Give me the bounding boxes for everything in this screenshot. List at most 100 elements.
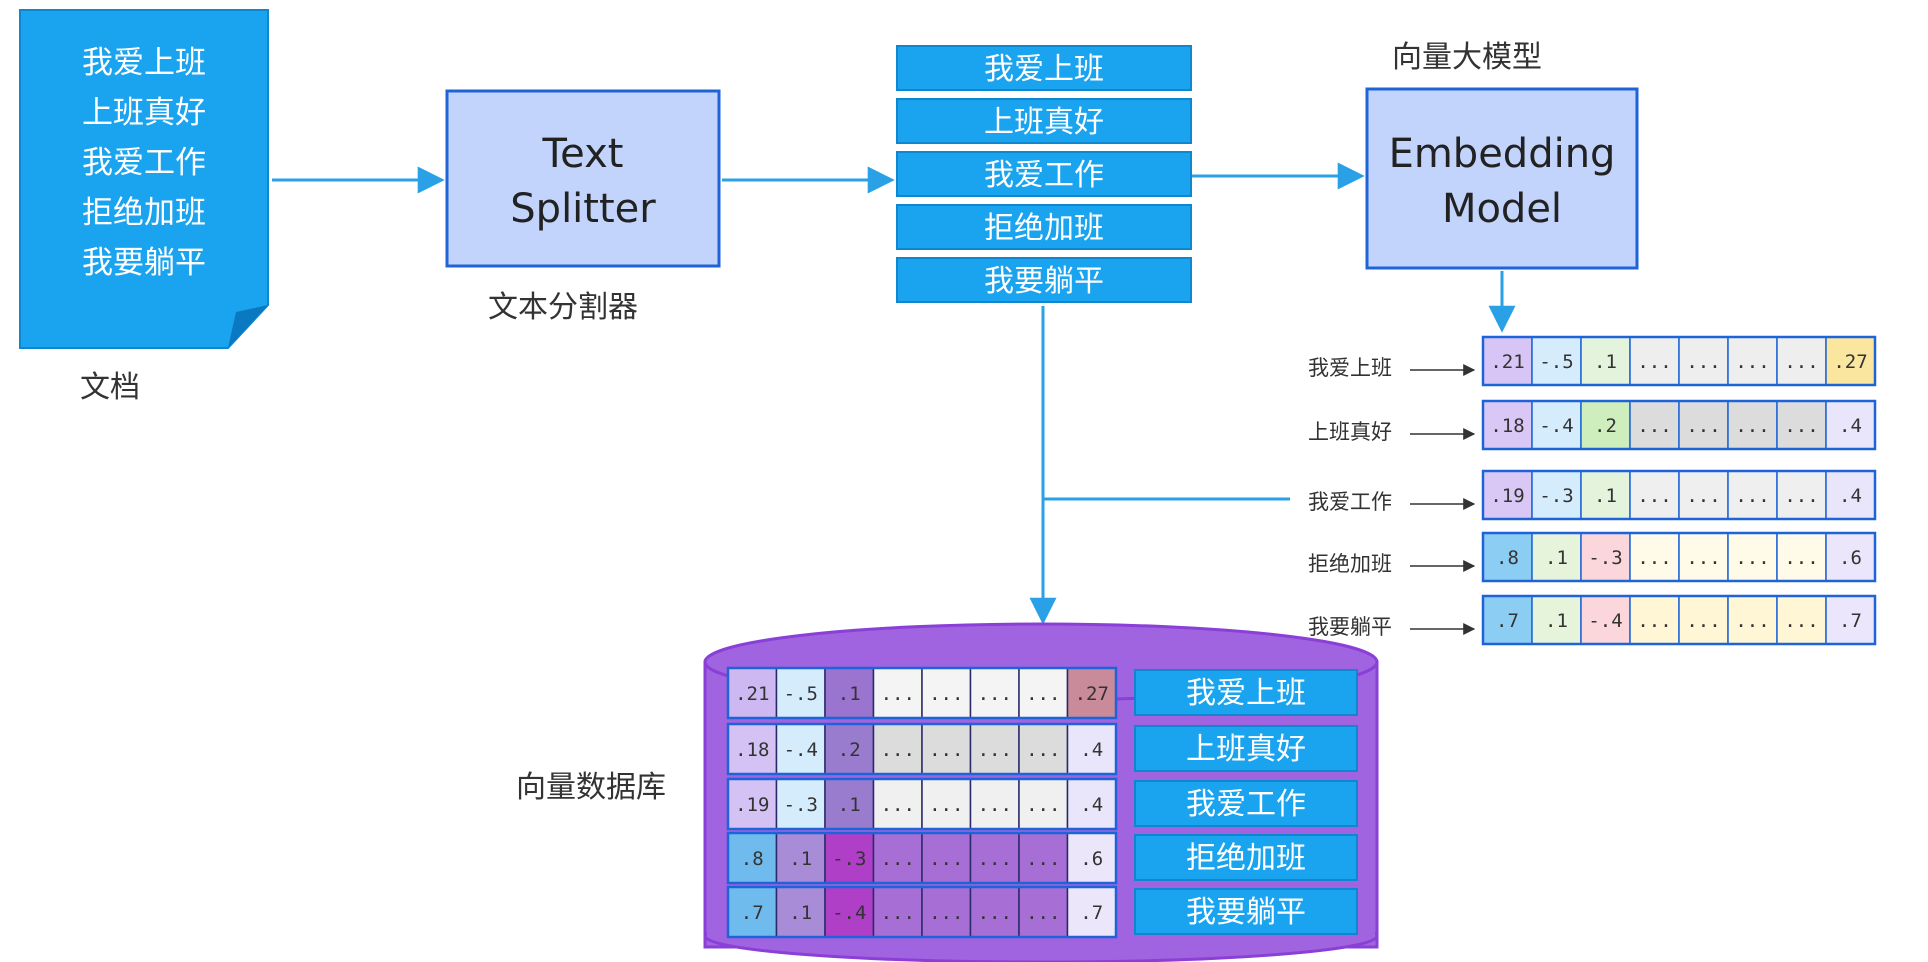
vector-label: 拒绝加班: [1308, 552, 1392, 576]
vector-cell-value: ...: [1637, 610, 1671, 632]
vector-label: 上班真好: [1308, 420, 1392, 444]
db-vector-cell-value: ...: [978, 902, 1012, 924]
vector-cell-value: ...: [1686, 351, 1720, 373]
vector-cell-value: -.5: [1539, 351, 1573, 373]
db-vector-cell: [1066, 667, 1117, 719]
vector-cell-value: ...: [1637, 547, 1671, 569]
document-label: 文档: [80, 370, 140, 405]
db-text: 拒绝加班: [1186, 841, 1306, 876]
vector-cell-value: .1: [1594, 351, 1617, 373]
db-vector-cell-value: .6: [1080, 848, 1103, 870]
db-vector-cell: [1018, 886, 1069, 938]
text-splitter-title: Splitter: [510, 186, 656, 232]
db-vector-cell-value: ...: [881, 848, 915, 870]
db-vector-cell: [969, 723, 1020, 775]
db-text: 我爱上班: [1186, 676, 1306, 711]
vector-cell-value: ...: [1686, 547, 1720, 569]
db-vector-cell: [1018, 667, 1069, 719]
db-text-box: [1134, 834, 1358, 881]
vector-cell-value: -.3: [1588, 547, 1622, 569]
db-vector-cell-value: .21: [735, 683, 769, 705]
vector-cell: [1629, 336, 1680, 386]
db-vector-cell-value: ...: [1026, 848, 1060, 870]
vector-cell-value: ...: [1686, 415, 1720, 437]
chunk-text: 我爱上班: [984, 52, 1104, 87]
db-vector-cell-value: .19: [735, 794, 769, 816]
vector-cell-value: ...: [1784, 485, 1818, 507]
db-vector-cell: [1066, 886, 1117, 938]
vector-cell-value: .2: [1594, 415, 1617, 437]
vector-label: 我爱上班: [1308, 356, 1392, 380]
vector-cell-value: ...: [1735, 485, 1769, 507]
vector-cell-value: ...: [1735, 610, 1769, 632]
db-vector-cell: [969, 832, 1020, 884]
db-vector-cell-value: .1: [789, 848, 812, 870]
vector-list: 我爱上班.21-.5.1.............27上班真好.18-.4.2.…: [1308, 335, 1877, 646]
vector-cell-value: .1: [1545, 610, 1568, 632]
db-vector-cell-value: ...: [881, 739, 915, 761]
db-vector-cell-value: .18: [735, 739, 769, 761]
vector-cell-value: .21: [1490, 351, 1524, 373]
vector-cell-value: ...: [1686, 610, 1720, 632]
db-vector-cell-value: -.4: [832, 902, 866, 924]
chunk-box: [896, 98, 1192, 144]
vector-cell-value: .4: [1839, 485, 1862, 507]
db-vector-cell-value: .2: [838, 739, 861, 761]
document-line: 我爱工作: [82, 145, 206, 181]
db-vector-cell-value: ...: [929, 739, 963, 761]
db-vector-cell-value: ...: [881, 794, 915, 816]
chunk-text: 上班真好: [984, 105, 1104, 140]
db-vector-cell: [872, 778, 923, 830]
db-vector-cell-value: .1: [838, 794, 861, 816]
db-vector-cell-value: -.3: [784, 794, 818, 816]
vector-cell-value: ...: [1784, 415, 1818, 437]
embedding-model-node: Embedding Model: [1365, 87, 1639, 270]
db-vector-cell: [775, 667, 826, 719]
vector-cell: [1678, 532, 1729, 582]
vector-cell-value: .8: [1496, 547, 1519, 569]
document-line: 我爱上班: [82, 45, 206, 81]
db-vector-cell: [872, 723, 923, 775]
vector-cell-value: -.4: [1539, 415, 1573, 437]
text-splitter-node: Text Splitter: [445, 89, 721, 268]
db-vector-cell: [921, 886, 972, 938]
vector-label: 我爱工作: [1308, 490, 1392, 514]
vector-frame: [1481, 335, 1877, 387]
db-vector-cell-value: .4: [1080, 739, 1103, 761]
embedding-model-title: Embedding: [1389, 131, 1616, 177]
document-node: 我爱上班 上班真好 我爱工作 拒绝加班 我要躺平: [19, 9, 269, 349]
db-vector-cell-value: ...: [881, 902, 915, 924]
vector-cell: [1825, 470, 1876, 520]
vector-cell-value: .18: [1490, 415, 1524, 437]
vector-cell: [1580, 532, 1631, 582]
db-vector-cell-value: ...: [1026, 902, 1060, 924]
db-vector-cell-value: ...: [1026, 683, 1060, 705]
vector-cell: [1531, 336, 1582, 386]
document-line: 上班真好: [82, 95, 206, 131]
vector-cell: [1727, 400, 1778, 450]
db-text-box: [1134, 669, 1358, 716]
vector-cell: [1678, 595, 1729, 645]
db-vector-cell: [969, 886, 1020, 938]
db-text-box: [1134, 888, 1358, 935]
vector-cell-value: ...: [1637, 351, 1671, 373]
vector-cell-value: .1: [1545, 547, 1568, 569]
vector-cell: [1825, 336, 1876, 386]
chunk-box: [896, 257, 1192, 303]
db-vector-frame: [726, 666, 1118, 720]
chunk-text: 我爱工作: [984, 158, 1104, 193]
vector-cell-value: ...: [1784, 351, 1818, 373]
db-vector-cell: [921, 832, 972, 884]
vector-cell-value: .1: [1594, 485, 1617, 507]
vector-cell-value: .7: [1496, 610, 1519, 632]
vector-cell: [1580, 595, 1631, 645]
db-vector-cell-value: ...: [978, 848, 1012, 870]
db-vector-cell-value: .4: [1080, 794, 1103, 816]
db-vector-frame: [726, 722, 1118, 776]
db-vector-cell-value: -.3: [832, 848, 866, 870]
vector-cell-value: ...: [1686, 485, 1720, 507]
db-vector-cell-value: ...: [929, 902, 963, 924]
vector-cell: [1629, 400, 1680, 450]
vector-frame: [1481, 469, 1877, 521]
